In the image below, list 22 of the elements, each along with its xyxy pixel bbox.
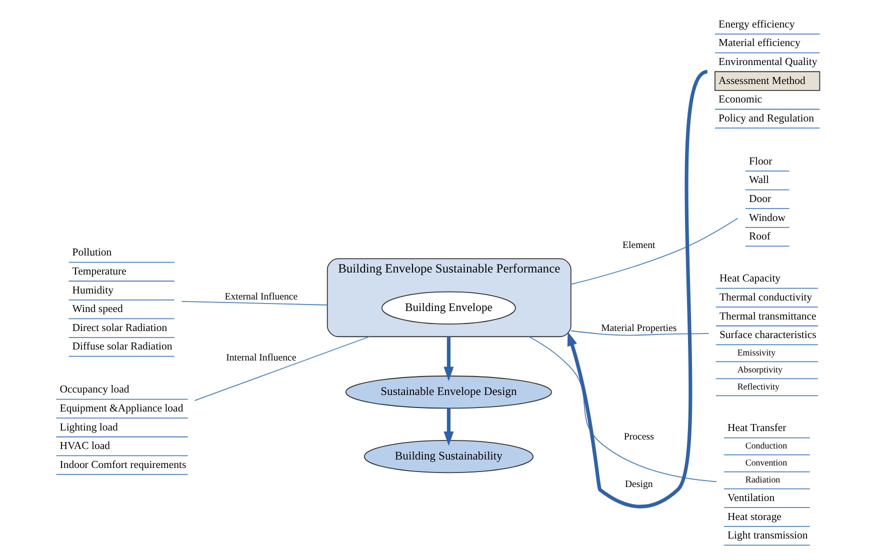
edge-label: Element [622, 240, 656, 251]
node-ellipse: Building Envelope [381, 291, 516, 325]
node-text: Heat Transfer Conduction Convention Radiation Ventilation Heat storage Light transmission [728, 422, 808, 542]
connector [570, 330, 710, 336]
edge-label: External Influence [224, 292, 298, 303]
connector [570, 218, 738, 285]
edge-label: Material Properties [601, 323, 677, 334]
connector [528, 336, 718, 482]
arrow [444, 336, 454, 382]
node-text: Occupancy load Equipment &Appliance load Lighting load HVAC load Indoor Comfort requirements [60, 384, 186, 471]
node-text: Pollution Temperature Humidity Wind speed Direct solar Radiation Diffuse solar Radiation [72, 246, 172, 353]
node-text: Floor Wall Door Window Roof [748, 155, 786, 243]
edge-label: Process [624, 431, 654, 442]
edge-label: Design [624, 478, 653, 490]
node-ellipse: Sustainable Envelope Design [345, 376, 552, 409]
node-label: Energy efficiency [718, 18, 795, 30]
edge-label: Internal Influence [226, 352, 296, 364]
connector [181, 300, 328, 306]
node-ellipse: Building Sustainability [364, 440, 534, 474]
arrow [444, 408, 454, 446]
node-text: Heat Capacity Thermal conductivity Thermal transmittance Surface characteristics Emissivity Absorptivity Reflectivity [719, 272, 816, 392]
connector [194, 336, 370, 402]
